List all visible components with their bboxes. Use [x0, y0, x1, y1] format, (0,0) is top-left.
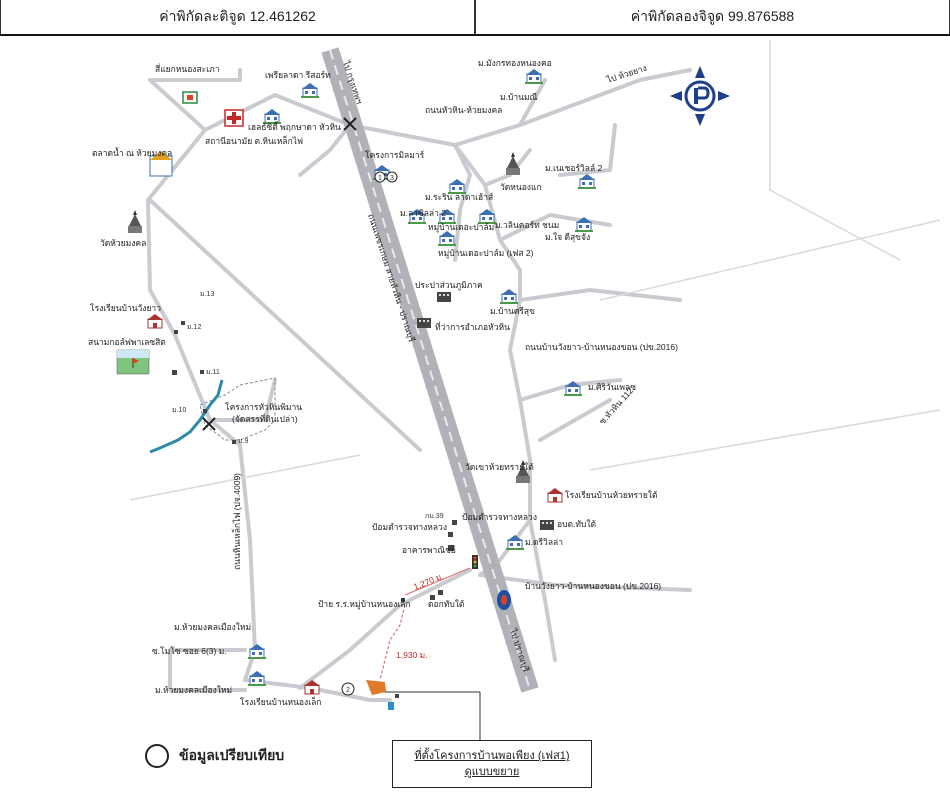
label-road-hinlekfai: ถนนหินเหล็กไฟ (ปจ.4009): [231, 473, 242, 570]
hintong-boundary: [199, 377, 276, 441]
coordinate-header: ค่าพิกัดละติจูด 12.461262 ค่าพิกัดลองจิจ…: [0, 0, 950, 36]
marker-2[interactable]: 2: [341, 682, 355, 696]
label-moo11: ม.11: [206, 369, 220, 376]
label-village-left1: ม.ห้วยมงคลเมืองใหม่: [174, 622, 251, 632]
label-market: ตลาดน้ำ ณ ห้วยมงคล: [92, 147, 172, 158]
marker-3[interactable]: 3: [386, 171, 398, 183]
map-labels: สี่แยกหนองสะเภา เพรียลาดา รีสอร์ท เฮลธ์ซ…: [88, 58, 678, 707]
label-dream-villa: ม.ดรีวิลล่า: [525, 537, 563, 547]
latitude-label: ค่าพิกัดละติจูด 12.461262: [0, 0, 475, 34]
label-office-huahin: ที่ว่าการอำเภอหัวหิน: [435, 321, 510, 332]
label-palm-hills: หมู่บ้านเดอะปาล์ม: [428, 222, 494, 233]
label-sao: อบต.ทับใต้: [557, 519, 596, 529]
label-wat-huaisai: วัดเขาห้วยทรายใต้: [465, 462, 534, 472]
plot-lines: [129, 40, 941, 501]
label-project-hintong: โครงการหัวหินพิมาน: [225, 402, 302, 412]
label-wat-huaimongkol: วัดห้วยมงคล: [100, 238, 146, 248]
label-to-huaiyang: ไป ห้วยยาง: [605, 63, 648, 86]
route-1270: [404, 567, 471, 596]
label-waterworks: ประปาส่วนภูมิภาค: [415, 280, 483, 291]
label-lasilla2: ม.ลาซิลล่า 2: [400, 208, 446, 218]
label-mangkorn: ม.มังกรทองหนองคอ: [478, 58, 552, 68]
sao-office-icon: [540, 520, 554, 530]
route-1930: [379, 604, 406, 681]
label-police: ป้อมตำรวจทางหลวง: [462, 512, 537, 522]
small-building-markers: [172, 321, 457, 698]
label-road-wangyao2: บ้านวังยาว-บ้านหนองขอน (ปข.2016): [525, 581, 661, 591]
svg-text:2: 2: [346, 687, 350, 694]
label-road-wangyao: ถนนบ้านวังยาว-บ้านหนองขอน (ปข.2016): [525, 342, 678, 352]
label-dokthapthai: ดอกทับใต้: [428, 599, 464, 609]
label-siriwan: ม.ศิริวันเพลซ: [588, 382, 636, 392]
river: [149, 379, 224, 454]
label-moo39: กม.39: [425, 513, 444, 520]
project-site-marker: [388, 702, 394, 710]
label-village-mid: หมู่บ้านเดอะปาล์ม (เฟส 2): [438, 248, 534, 259]
label-proj-milmar: โครงการมิลมาร์: [365, 150, 425, 160]
label-school-nonglek: โรงเรียนบ้านหนองเล็ก: [240, 696, 321, 707]
label-moo13: ม.13: [200, 291, 214, 298]
label-pdsm: ม.บ้านศรีสุข: [490, 306, 535, 317]
house-icon: [577, 173, 597, 190]
company-logo-icon: [670, 66, 730, 126]
label-village-left2: ซ.โมโซ ซอย 6(3) ม.: [152, 646, 227, 656]
label-police2: ป้อมตำรวจทางหลวง: [372, 522, 447, 532]
label-road-huahin-huaimongkol: ถนนหัวหิน-ห้วยมงคล: [425, 105, 502, 115]
waterworks-icon: [437, 292, 451, 302]
label-moo10: ม.10: [172, 407, 186, 414]
label-rinrada: ม.ระริน ลาดาเฮ้าส์: [425, 192, 494, 202]
longitude-label: ค่าพิกัดลองจิจูด 99.876588: [475, 0, 950, 34]
label-moo9: ม.9: [238, 438, 249, 445]
house-icon: [247, 643, 267, 660]
label-dist-1930: 1,930 ม.: [396, 650, 428, 660]
label-nirvana2: ม.เนเชอร์วิลล์ 2: [545, 163, 603, 173]
house-icon: [499, 288, 519, 305]
intersection-icon: [202, 417, 216, 431]
svg-text:3: 3: [390, 175, 394, 182]
label-village-left3: ม.ห้วยมงคลเมืองใหม่: [155, 685, 232, 695]
temple-icon: [128, 210, 142, 233]
marker-1[interactable]: 1: [374, 171, 386, 183]
label-golf: สนามกอล์ฟพาเลซสิต: [88, 337, 166, 347]
project-detail-link[interactable]: ดูแบบขยาย: [464, 766, 520, 778]
label-baan-nong: ม.วลินคอร์ท ชนม: [495, 220, 559, 230]
label-hospital: เฮลธ์ซิตี้ พฤกษาดา หัวหิน: [248, 121, 341, 132]
legend: ข้อมูลเปรียบเทียบ: [145, 744, 284, 768]
gas-station-icon: [497, 590, 511, 610]
label-sign-nonglek: ป้าย ร.ร.หมู่บ้านหนองเล็ก: [318, 598, 410, 610]
label-commercial: อาคารพาณิชย์: [402, 545, 456, 555]
label-moo12: ม.12: [187, 324, 201, 331]
house-icon: [524, 68, 544, 85]
district-office-icon: [417, 318, 431, 328]
label-seven-eleven: สี่แยกหนองสะเภา: [155, 63, 220, 74]
legend-circle-icon: [145, 744, 169, 768]
label-jbenjasuk: ม.ใจ ดีสุขจัง: [545, 232, 590, 243]
house-icon: [437, 230, 457, 247]
legend-label: ข้อมูลเปรียบเทียบ: [179, 747, 285, 763]
house-icon: [505, 534, 525, 551]
label-project-hintong-sub: (จัดสรรที่ดินเปล่า): [232, 413, 298, 424]
project-site[interactable]: [366, 680, 386, 695]
school-icon: [146, 313, 164, 329]
label-school-huaisai: โรงเรียนบ้านห้วยทรายใต้: [565, 490, 657, 500]
label-school-wangyao: โรงเรียนบ้านวังยาว: [90, 303, 161, 313]
project-title: ที่ตั้งโครงการบ้านพอเพียง (เฟส1): [414, 750, 570, 762]
svg-text:1: 1: [378, 175, 382, 182]
label-resort: เพรียลาดา รีสอร์ท: [265, 70, 331, 80]
intersection-icon: [343, 117, 357, 131]
school-icon: [546, 487, 564, 503]
map-canvas: 1 3 2 สี่แยกหนองสะเภา เพรียลาดา รีสอร์ท …: [88, 40, 941, 740]
label-wat-nongkae: วัดหนองแก: [500, 182, 542, 192]
house-icon: [247, 670, 267, 687]
house-icon: [300, 82, 320, 99]
label-bannmanee: ม.บ้านมณี: [500, 92, 538, 102]
highway-phetkasem: [321, 47, 539, 693]
label-health-station: สถานีอนามัย ต.หินเหล็กไฟ: [205, 135, 303, 146]
project-callout[interactable]: ที่ตั้งโครงการบ้านพอเพียง (เฟส1) ดูแบบขย…: [392, 740, 592, 788]
location-map[interactable]: 1 3 2 สี่แยกหนองสะเภา เพรียลาดา รีสอร์ท …: [0, 36, 950, 789]
